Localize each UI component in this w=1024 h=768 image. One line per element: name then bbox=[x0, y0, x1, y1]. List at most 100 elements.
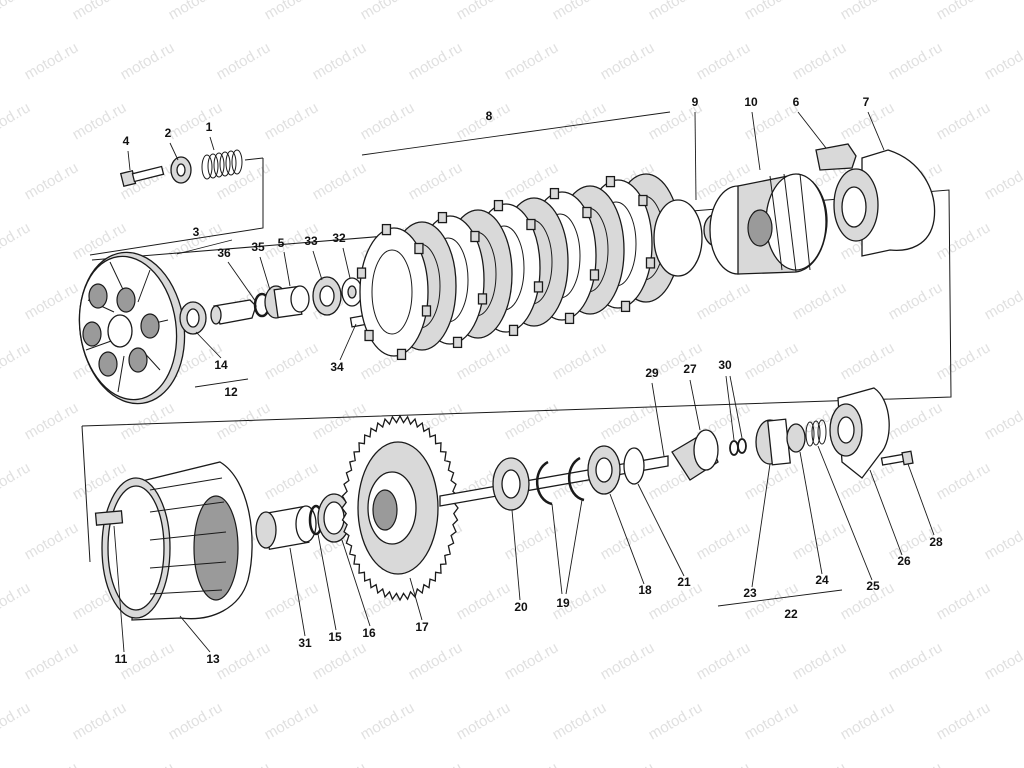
plate-tab bbox=[645, 257, 656, 269]
watermark-text: motod.ru bbox=[742, 459, 802, 503]
part-label-35: 35 bbox=[251, 240, 265, 254]
watermark-text: motod.ru bbox=[22, 519, 82, 563]
watermark-text: motod.ru bbox=[262, 339, 322, 383]
watermark-text: motod.ru bbox=[598, 39, 658, 83]
part-label-14: 14 bbox=[214, 358, 228, 372]
plate-tab bbox=[356, 267, 367, 279]
watermark-text: motod.ru bbox=[598, 519, 658, 563]
watermark-text: motod.ru bbox=[790, 639, 850, 683]
watermark-text: motod.ru bbox=[502, 519, 562, 563]
part-splined-hub-27 bbox=[671, 429, 719, 481]
watermark-text: motod.ru bbox=[550, 0, 610, 23]
watermark-text: motod.ru bbox=[0, 219, 33, 263]
watermark-text: motod.ru bbox=[406, 39, 466, 83]
plate-tab bbox=[564, 312, 575, 325]
watermark-text: motod.ru bbox=[310, 159, 370, 203]
watermark-text: motod.ru bbox=[454, 579, 514, 623]
watermark-text: motod.ru bbox=[454, 99, 514, 143]
part-label-34: 34 bbox=[330, 360, 344, 374]
watermark-text: motod.ru bbox=[118, 39, 178, 83]
part-label-15: 15 bbox=[328, 630, 342, 644]
part-cover-26 bbox=[829, 387, 890, 479]
plate-tab bbox=[477, 293, 488, 305]
watermark-text: motod.ru bbox=[886, 399, 946, 443]
part-key-6 bbox=[815, 143, 857, 171]
watermark-text: motod.ru bbox=[22, 399, 82, 443]
plate-tab bbox=[589, 269, 600, 281]
watermark-text: motod.ru bbox=[838, 339, 898, 383]
watermark-text: motod.ru bbox=[118, 759, 178, 768]
plate-tab bbox=[381, 223, 392, 236]
part-label-13: 13 bbox=[206, 652, 220, 666]
watermark-text: motod.ru bbox=[22, 39, 82, 83]
part-bolt-4 bbox=[119, 165, 165, 188]
watermark-text: motod.ru bbox=[742, 339, 802, 383]
watermark-text: motod.ru bbox=[22, 639, 82, 683]
watermark-text: motod.ru bbox=[982, 39, 1024, 83]
part-label-4: 4 bbox=[123, 134, 130, 148]
part-bearing-14 bbox=[179, 301, 207, 335]
watermark-text: motod.ru bbox=[70, 699, 130, 743]
watermark-text: motod.ru bbox=[742, 699, 802, 743]
part-bushing-31 bbox=[255, 505, 317, 550]
watermark-text: motod.ru bbox=[262, 99, 322, 143]
watermark-text: motod.ru bbox=[838, 699, 898, 743]
watermark-text: motod.ru bbox=[22, 279, 82, 323]
watermark-text: motod.ru bbox=[406, 159, 466, 203]
watermark-text: motod.ru bbox=[0, 339, 33, 383]
part-rings-30 bbox=[729, 438, 747, 456]
watermark-text: motod.ru bbox=[694, 279, 754, 323]
part-spring-1 bbox=[201, 149, 243, 180]
watermark-text: motod.ru bbox=[214, 759, 274, 768]
watermark-text: motod.ru bbox=[886, 279, 946, 323]
watermark-text: motod.ru bbox=[262, 699, 322, 743]
watermark-text: motod.ru bbox=[982, 279, 1024, 323]
plate-tab bbox=[605, 175, 616, 188]
watermark-text: motod.ru bbox=[646, 0, 706, 23]
plate-bore bbox=[371, 249, 413, 335]
plate-tab bbox=[582, 206, 592, 219]
clutch-plate bbox=[359, 227, 429, 357]
watermark-text: motod.ru bbox=[886, 639, 946, 683]
part-label-30: 30 bbox=[718, 358, 732, 372]
watermark-text: motod.ru bbox=[886, 39, 946, 83]
part-group-22 bbox=[755, 418, 827, 466]
watermark-text: motod.ru bbox=[0, 99, 33, 143]
watermark-text: motod.ru bbox=[598, 759, 658, 768]
watermark-text: motod.ru bbox=[934, 459, 994, 503]
watermark-text: motod.ru bbox=[22, 159, 82, 203]
plate-tab bbox=[533, 281, 544, 293]
plate-tab bbox=[421, 305, 432, 317]
watermark-text: motod.ru bbox=[790, 759, 850, 768]
watermark-text: motod.ru bbox=[454, 0, 514, 23]
part-housing-7 bbox=[833, 149, 936, 257]
watermark-text: motod.ru bbox=[838, 0, 898, 23]
watermark-text: motod.ru bbox=[646, 579, 706, 623]
part-label-27: 27 bbox=[683, 362, 697, 376]
part-label-23: 23 bbox=[743, 586, 757, 600]
part-label-33: 33 bbox=[304, 234, 318, 248]
group-brackets bbox=[176, 111, 843, 607]
watermark-text: motod.ru bbox=[982, 519, 1024, 563]
watermark-text: motod.ru bbox=[70, 0, 130, 23]
part-pushrod-36 bbox=[210, 299, 257, 325]
part-washer-33 bbox=[312, 276, 342, 316]
watermark-text: motod.ru bbox=[0, 459, 33, 503]
watermark-text: motod.ru bbox=[742, 0, 802, 23]
watermark-text: motod.ru bbox=[0, 699, 33, 743]
watermark-text: motod.ru bbox=[214, 39, 274, 83]
part-label-6: 6 bbox=[793, 95, 800, 109]
watermark-text: motod.ru bbox=[694, 39, 754, 83]
watermark-text: motod.ru bbox=[790, 519, 850, 563]
plate-tab bbox=[526, 218, 536, 231]
watermark-text: motod.ru bbox=[934, 579, 994, 623]
plate-tab bbox=[638, 194, 648, 207]
part-label-17: 17 bbox=[415, 620, 429, 634]
part-label-1: 1 bbox=[206, 120, 213, 134]
watermark-text: motod.ru bbox=[694, 519, 754, 563]
part-label-24: 24 bbox=[815, 573, 829, 587]
part-label-20: 20 bbox=[514, 600, 528, 614]
watermark-text: motod.ru bbox=[502, 39, 562, 83]
